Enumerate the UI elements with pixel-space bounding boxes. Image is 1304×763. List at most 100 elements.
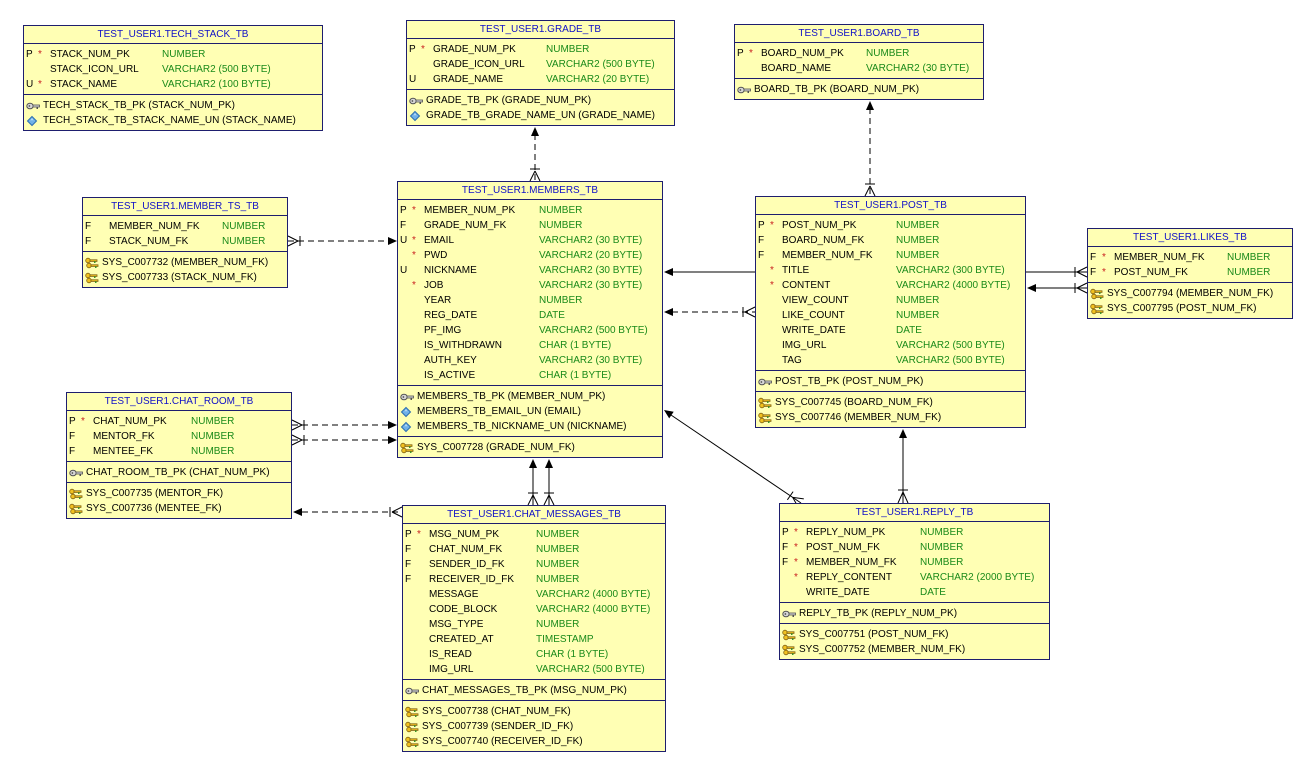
column-type: VARCHAR2 (30 BYTE) bbox=[539, 235, 643, 246]
column-required-marker: * bbox=[81, 416, 85, 427]
column-name: POST_NUM_FK bbox=[1114, 267, 1188, 278]
column-flag: F bbox=[758, 235, 765, 246]
column-name: JOB bbox=[424, 280, 444, 291]
column-type: NUMBER bbox=[191, 446, 235, 457]
key-list: CHAT_MESSAGES_TB_PK (MSG_NUM_PK) bbox=[403, 680, 665, 701]
key-list: SYS_C007745 (BOARD_NUM_FK)SYS_C007746 (M… bbox=[756, 392, 1025, 427]
column-type: NUMBER bbox=[546, 44, 590, 55]
key-name: GRADE_TB_PK (GRADE_NUM_PK) bbox=[426, 95, 592, 106]
table-title: TEST_USER1.TECH_STACK_TB bbox=[24, 26, 322, 44]
relationship-post-to-members[interactable] bbox=[664, 306, 756, 318]
foreign-key-icon bbox=[1090, 288, 1104, 300]
relationship-chat-room-mentee-to-members[interactable] bbox=[291, 434, 397, 446]
column-type: NUMBER bbox=[536, 559, 580, 570]
column-type: NUMBER bbox=[896, 250, 940, 261]
column-name: MEMBER_NUM_FK bbox=[806, 557, 897, 568]
column-name: MENTOR_FK bbox=[93, 431, 155, 442]
relationship-members-to-grade[interactable] bbox=[529, 127, 541, 182]
column-required-marker: * bbox=[770, 280, 774, 291]
key-row: SYS_C007736 (MENTEE_FK) bbox=[67, 501, 291, 516]
key-name: SYS_C007728 (GRADE_NUM_FK) bbox=[417, 442, 575, 453]
column-type: DATE bbox=[920, 587, 946, 598]
column-type: NUMBER bbox=[896, 235, 940, 246]
key-name: MEMBERS_TB_PK (MEMBER_NUM_PK) bbox=[417, 391, 606, 402]
column-required-marker: * bbox=[770, 220, 774, 231]
column-name: SENDER_ID_FK bbox=[429, 559, 505, 570]
key-list: SYS_C007735 (MENTOR_FK)SYS_C007736 (MENT… bbox=[67, 483, 291, 518]
column-required-marker: * bbox=[412, 250, 416, 261]
pk-key-icon bbox=[69, 467, 83, 479]
relationship-reply-to-post[interactable] bbox=[897, 429, 909, 504]
column-name: MSG_TYPE bbox=[429, 619, 484, 630]
column-name: MEMBER_NUM_FK bbox=[109, 221, 200, 232]
foreign-key-icon bbox=[400, 442, 414, 454]
column-type: VARCHAR2 (20 BYTE) bbox=[546, 74, 650, 85]
column-type: VARCHAR2 (4000 BYTE) bbox=[536, 589, 651, 600]
column-required-marker: * bbox=[38, 49, 42, 60]
column-type: CHAR (1 BYTE) bbox=[536, 649, 609, 660]
column-flag: F bbox=[405, 544, 412, 555]
column-flag: F bbox=[405, 559, 412, 570]
table-title: TEST_USER1.MEMBER_TS_TB bbox=[83, 198, 287, 216]
column-type: VARCHAR2 (30 BYTE) bbox=[539, 265, 643, 276]
column-type: NUMBER bbox=[896, 295, 940, 306]
column-flag: F bbox=[758, 250, 765, 261]
relationship-chat-messages-to-chat-room[interactable] bbox=[293, 506, 403, 518]
key-row: POST_TB_PK (POST_NUM_PK) bbox=[756, 374, 1025, 389]
column-flag: U bbox=[26, 79, 34, 90]
table-title: TEST_USER1.POST_TB bbox=[756, 197, 1025, 215]
relationship-post-to-board[interactable] bbox=[864, 101, 876, 197]
column-name: CREATED_AT bbox=[429, 634, 494, 645]
column-type: VARCHAR2 (500 BYTE) bbox=[896, 340, 1005, 351]
column-type: NUMBER bbox=[222, 236, 266, 247]
relationship-member-ts-to-members[interactable] bbox=[287, 235, 397, 247]
column-flag: F bbox=[1090, 252, 1097, 263]
column-name: STACK_NAME bbox=[50, 79, 118, 90]
key-list: CHAT_ROOM_TB_PK (CHAT_NUM_PK) bbox=[67, 462, 291, 483]
key-name: SYS_C007739 (SENDER_ID_FK) bbox=[422, 721, 574, 732]
key-row: SYS_C007745 (BOARD_NUM_FK) bbox=[756, 395, 1025, 410]
column-type: NUMBER bbox=[536, 529, 580, 540]
column-type: NUMBER bbox=[866, 48, 910, 59]
column-type: CHAR (1 BYTE) bbox=[539, 370, 612, 381]
column-name: NICKNAME bbox=[424, 265, 477, 276]
column-type: VARCHAR2 (100 BYTE) bbox=[162, 79, 271, 90]
column-required-marker: * bbox=[794, 572, 798, 583]
foreign-key-icon bbox=[782, 644, 796, 656]
relationship-likes-to-post[interactable] bbox=[1027, 282, 1088, 294]
column-name: IS_WITHDRAWN bbox=[424, 340, 502, 351]
column-type: NUMBER bbox=[191, 431, 235, 442]
column-required-marker: * bbox=[794, 542, 798, 553]
unique-key-icon bbox=[26, 115, 40, 127]
column-type: VARCHAR2 (2000 BYTE) bbox=[920, 572, 1035, 583]
relationship-chat-messages-receiver-to-members[interactable] bbox=[543, 459, 555, 506]
arrowhead bbox=[1027, 284, 1036, 292]
relationship-chat-messages-sender-to-members[interactable] bbox=[527, 459, 539, 506]
relationship-chat-room-mentor-to-members[interactable] bbox=[291, 419, 397, 431]
column-flag: P bbox=[405, 529, 412, 540]
column-required-marker: * bbox=[794, 557, 798, 568]
